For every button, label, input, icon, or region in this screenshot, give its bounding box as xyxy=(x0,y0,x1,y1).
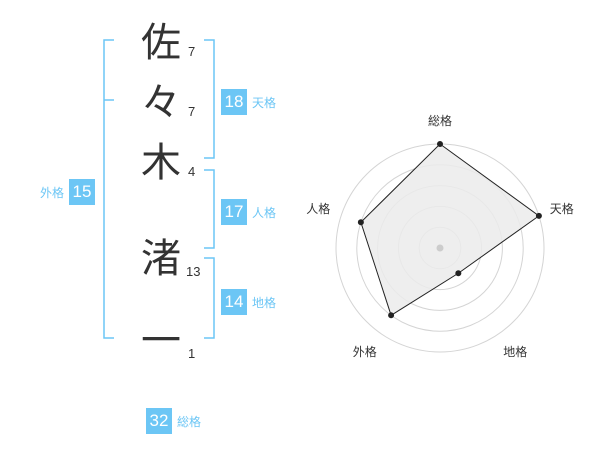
radar-axis-label-5: 人格 xyxy=(306,201,331,216)
radar-axis-label-4: 外格 xyxy=(352,345,377,360)
chikaku-value: 14 xyxy=(221,289,247,315)
name-char-5: 一 xyxy=(141,318,181,364)
radar-axis-label-3: 地格 xyxy=(503,345,528,360)
radar-point-5 xyxy=(357,219,364,226)
soukaku-badge: 32 総格 xyxy=(146,408,201,434)
jinkaku-value: 17 xyxy=(221,199,247,225)
radar-axis-label-1: 総格 xyxy=(428,113,453,128)
stroke-count-1: 7 xyxy=(188,44,196,59)
tenkaku-bracket xyxy=(204,39,215,159)
radar-axis-label-2: 天格 xyxy=(549,201,574,216)
radar-point-4 xyxy=(388,312,395,319)
tenkaku-badge: 18 天格 xyxy=(221,89,276,115)
name-char-4: 渚 xyxy=(141,236,181,282)
soukaku-value: 32 xyxy=(146,408,172,434)
name-char-1: 佐 xyxy=(141,20,181,66)
gaikaku-badge: 外格 15 xyxy=(40,179,96,205)
jinkaku-label: 人格 xyxy=(252,205,277,220)
jinkaku-badge: 17 人格 xyxy=(221,199,276,225)
radar-point-1 xyxy=(437,141,443,147)
stroke-count-4: 13 xyxy=(186,264,201,279)
soukaku-label: 総格 xyxy=(177,414,202,429)
chikaku-label: 地格 xyxy=(252,295,277,310)
gaikaku-bracket xyxy=(103,39,114,339)
radar-point-3 xyxy=(455,270,462,277)
jinkaku-bracket xyxy=(204,169,215,249)
radar-data-polygon xyxy=(360,143,540,317)
stroke-count-2: 7 xyxy=(188,104,196,119)
chikaku-bracket xyxy=(204,257,215,339)
chikaku-badge: 14 地格 xyxy=(221,289,276,315)
tenkaku-value: 18 xyxy=(221,89,247,115)
tenkaku-label: 天格 xyxy=(252,95,277,110)
gaikaku-label: 外格 xyxy=(40,185,65,200)
radar-point-2 xyxy=(535,212,542,219)
gaikaku-value: 15 xyxy=(69,179,96,205)
stroke-count-3: 4 xyxy=(188,164,196,179)
name-char-2: 々 xyxy=(141,80,181,126)
radar-center-dot xyxy=(436,244,444,252)
name-char-3: 木 xyxy=(141,140,181,186)
stroke-count-5: 1 xyxy=(188,346,196,361)
